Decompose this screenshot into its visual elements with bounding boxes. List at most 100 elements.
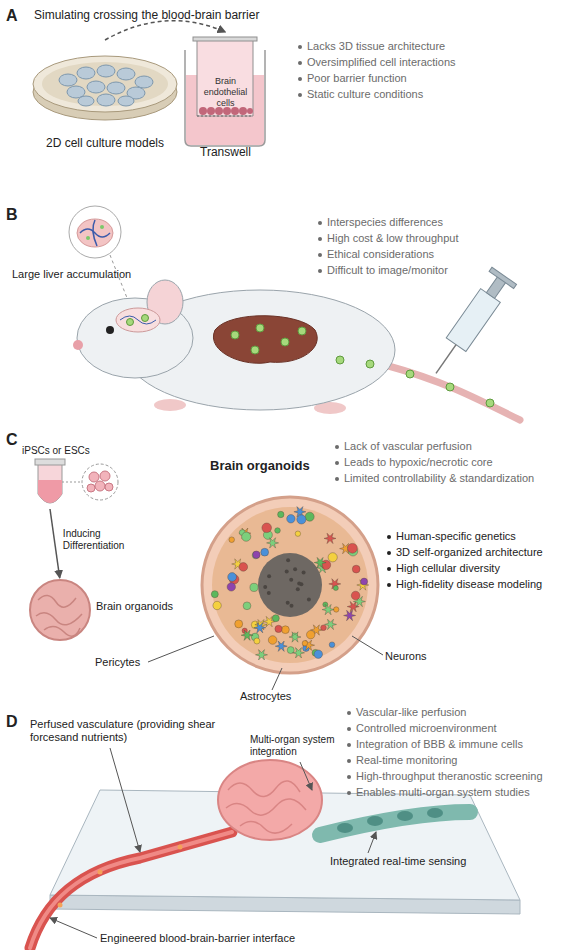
- bullet-point: Vascular-like perfusion: [347, 706, 466, 719]
- stem-cell-tube: [87, 484, 95, 492]
- leader-line: [110, 748, 140, 852]
- organoid-cell: [302, 641, 307, 646]
- petri-dish: [87, 81, 105, 93]
- mouse: [385, 365, 520, 420]
- bullet-point: Controlled microenvironment: [347, 722, 497, 735]
- node-label: iPSCs or ESCs: [22, 445, 102, 457]
- brain-organoid: [212, 507, 368, 663]
- astrocyte-cell: [303, 640, 315, 650]
- stem-cell-tube: [62, 482, 82, 483]
- mouse: [154, 399, 186, 411]
- astrocyte-cell: [267, 538, 279, 548]
- blood-vessel: [30, 832, 232, 948]
- callout-label: Integrated real-time sensing: [330, 855, 466, 868]
- organoid-cell: [287, 515, 295, 523]
- mouse: [231, 331, 239, 339]
- organ-chip: [427, 808, 443, 818]
- chip-brain: [218, 760, 322, 840]
- astrocyte-cell: [293, 648, 305, 658]
- blood-vessel: [98, 870, 103, 875]
- panel-letter: C: [6, 430, 18, 449]
- organoid-cell: [278, 511, 284, 517]
- organoid-cell: [297, 515, 306, 524]
- leader-line: [148, 636, 214, 662]
- brain-inset: [77, 219, 113, 247]
- necrotic-debris: [289, 578, 293, 582]
- petri-dish: [97, 94, 115, 106]
- astrocyte-cell: [256, 650, 268, 660]
- mouse: [336, 356, 344, 364]
- organ-chip: [367, 816, 383, 826]
- syringe: [446, 289, 500, 352]
- organoid-cell: [321, 625, 327, 631]
- bullet-point: Ethical considerations: [318, 248, 434, 261]
- brain-organoid: [202, 497, 378, 673]
- organoid-cell: [235, 620, 243, 628]
- callout-label: Pericytes: [95, 656, 140, 669]
- mouse: [256, 324, 264, 332]
- organoid-cell: [351, 591, 360, 600]
- node-box: Brain endothelial cellsTranswell: [178, 32, 273, 157]
- organoid-cell: [305, 512, 314, 521]
- transwell-insert: [207, 107, 215, 115]
- necrotic-debris: [302, 571, 306, 575]
- transwell-insert: [197, 116, 253, 117]
- mouse: [120, 316, 156, 324]
- bullet-point: Leads to hypoxic/necrotic core: [335, 456, 493, 469]
- petri-dish: [33, 56, 177, 112]
- petri-dish: [33, 56, 177, 120]
- mouse: [142, 315, 149, 322]
- petri-dish: [77, 67, 95, 79]
- mouse: [73, 340, 83, 350]
- transwell-insert: [215, 107, 223, 115]
- panel-letter: A: [6, 6, 18, 25]
- astrocyte-cell: [289, 632, 301, 642]
- organ-chip: [337, 808, 443, 833]
- callout-label: Astrocytes: [240, 690, 291, 703]
- mouse: [251, 346, 259, 354]
- flow-arrow: [50, 509, 60, 578]
- petri-dish: [59, 65, 153, 106]
- organoid-cell: [253, 551, 260, 558]
- organoid-cell: [295, 531, 300, 536]
- callout-label: Large liver accumulation: [12, 268, 131, 281]
- bullet-point: Human-specific genetics: [387, 530, 516, 543]
- astrocyte-cell: [314, 557, 326, 567]
- transwell-insert: [247, 108, 253, 114]
- small-organoid: [30, 580, 90, 640]
- brain-organoid: [258, 553, 322, 617]
- organoid-cell: [275, 528, 281, 534]
- brain-inset: [69, 206, 121, 258]
- flow-arrow: [105, 21, 226, 40]
- mouse: [127, 315, 495, 408]
- blood-vessel: [30, 832, 232, 948]
- organoid-cell: [239, 563, 248, 572]
- necrotic-debris: [267, 574, 271, 578]
- organoid-cell: [333, 586, 338, 591]
- bullet-point: High cellular diversity: [387, 562, 500, 575]
- stem-cell-tube: [82, 464, 118, 500]
- astrocyte-cell: [275, 641, 287, 651]
- mouse: [281, 338, 289, 346]
- organ-chip: [320, 812, 470, 835]
- organoid-cell: [242, 532, 251, 541]
- necrotic-debris: [296, 587, 300, 591]
- stem-cell-tube: [95, 481, 105, 491]
- leader-line: [352, 636, 383, 655]
- brain-inset: [100, 225, 104, 229]
- necrotic-debris: [285, 570, 289, 574]
- transwell-insert: [199, 107, 253, 115]
- bullet-point: Static culture conditions: [298, 88, 423, 101]
- node-label: 2D cell culture models: [30, 136, 180, 150]
- panel-letter: B: [6, 205, 18, 224]
- brain-organoid: [202, 497, 378, 673]
- organoid-cell: [250, 583, 258, 591]
- mouse: [127, 319, 134, 326]
- blood-vessel: [58, 845, 183, 908]
- organoid-cell: [352, 565, 360, 573]
- leader-line: [368, 832, 376, 853]
- petri-dish: [117, 68, 135, 80]
- panel-letter: D: [6, 712, 18, 731]
- petri-dish: [97, 65, 115, 77]
- leader-line: [50, 918, 97, 938]
